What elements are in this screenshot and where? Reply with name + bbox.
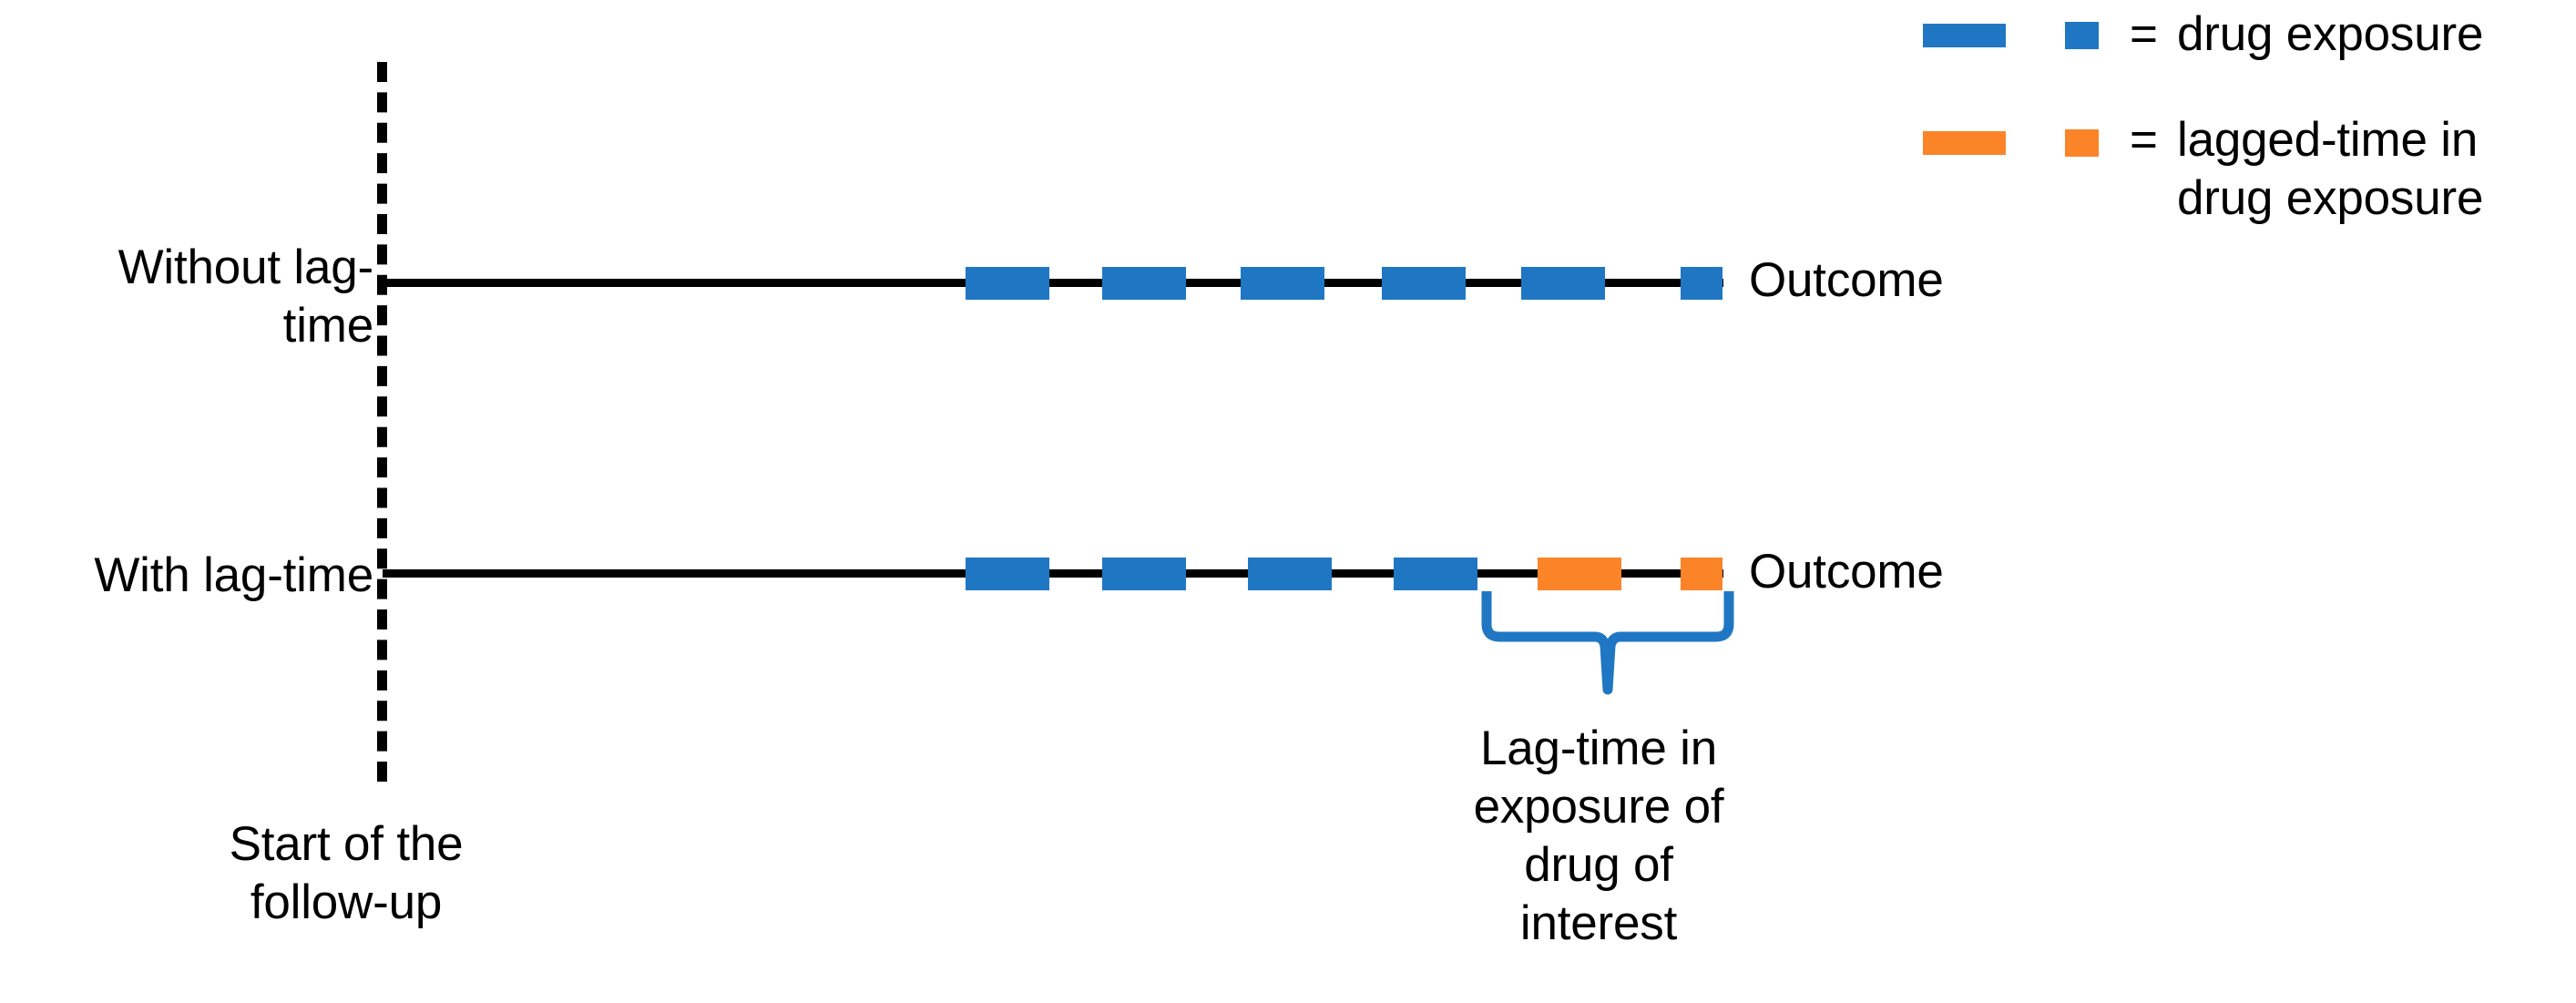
lagged-time-block <box>1538 558 1621 590</box>
legend-equals-drug-exposure: = <box>2130 7 2158 61</box>
lag-time-brace-caption: Lag-time in exposure of drug of interest <box>1473 722 1724 950</box>
legend-swatch-small-lagged-time <box>2065 129 2099 157</box>
start-of-followup-line <box>377 62 387 782</box>
legend-label-lagged-time: lagged-time in drug exposure <box>2177 113 2484 225</box>
outcome-label-with-lag-time: Outcome <box>1749 545 1944 599</box>
exposure-block <box>1521 267 1605 300</box>
row-label-without-lag-time: Without lag- time <box>118 241 374 353</box>
legend-swatch-large-drug-exposure <box>1923 24 2006 47</box>
legend-swatch-large-lagged-time <box>1923 131 2006 155</box>
exposure-block <box>1394 558 1477 590</box>
exposure-block <box>1248 558 1332 590</box>
exposure-block <box>966 267 1049 300</box>
lag-time-brace <box>1481 591 1734 695</box>
outcome-label-without-lag-time: Outcome <box>1749 253 1944 307</box>
timeline-baseline-without-lag-time <box>383 279 1723 287</box>
legend-label-drug-exposure: drug exposure <box>2177 7 2484 61</box>
exposure-block <box>1382 267 1466 300</box>
legend-equals-lagged-time: = <box>2130 113 2158 167</box>
timeline-baseline-with-lag-time <box>383 569 1723 578</box>
exposure-block <box>1681 267 1722 300</box>
legend-swatch-small-drug-exposure <box>2065 22 2099 49</box>
exposure-block <box>966 558 1049 590</box>
row-label-with-lag-time: With lag-time <box>94 548 373 602</box>
exposure-block <box>1241 267 1324 300</box>
exposure-block <box>1102 558 1186 590</box>
lagged-time-block <box>1681 558 1722 590</box>
start-of-followup-label: Start of the follow-up <box>229 817 464 929</box>
exposure-block <box>1102 267 1186 300</box>
